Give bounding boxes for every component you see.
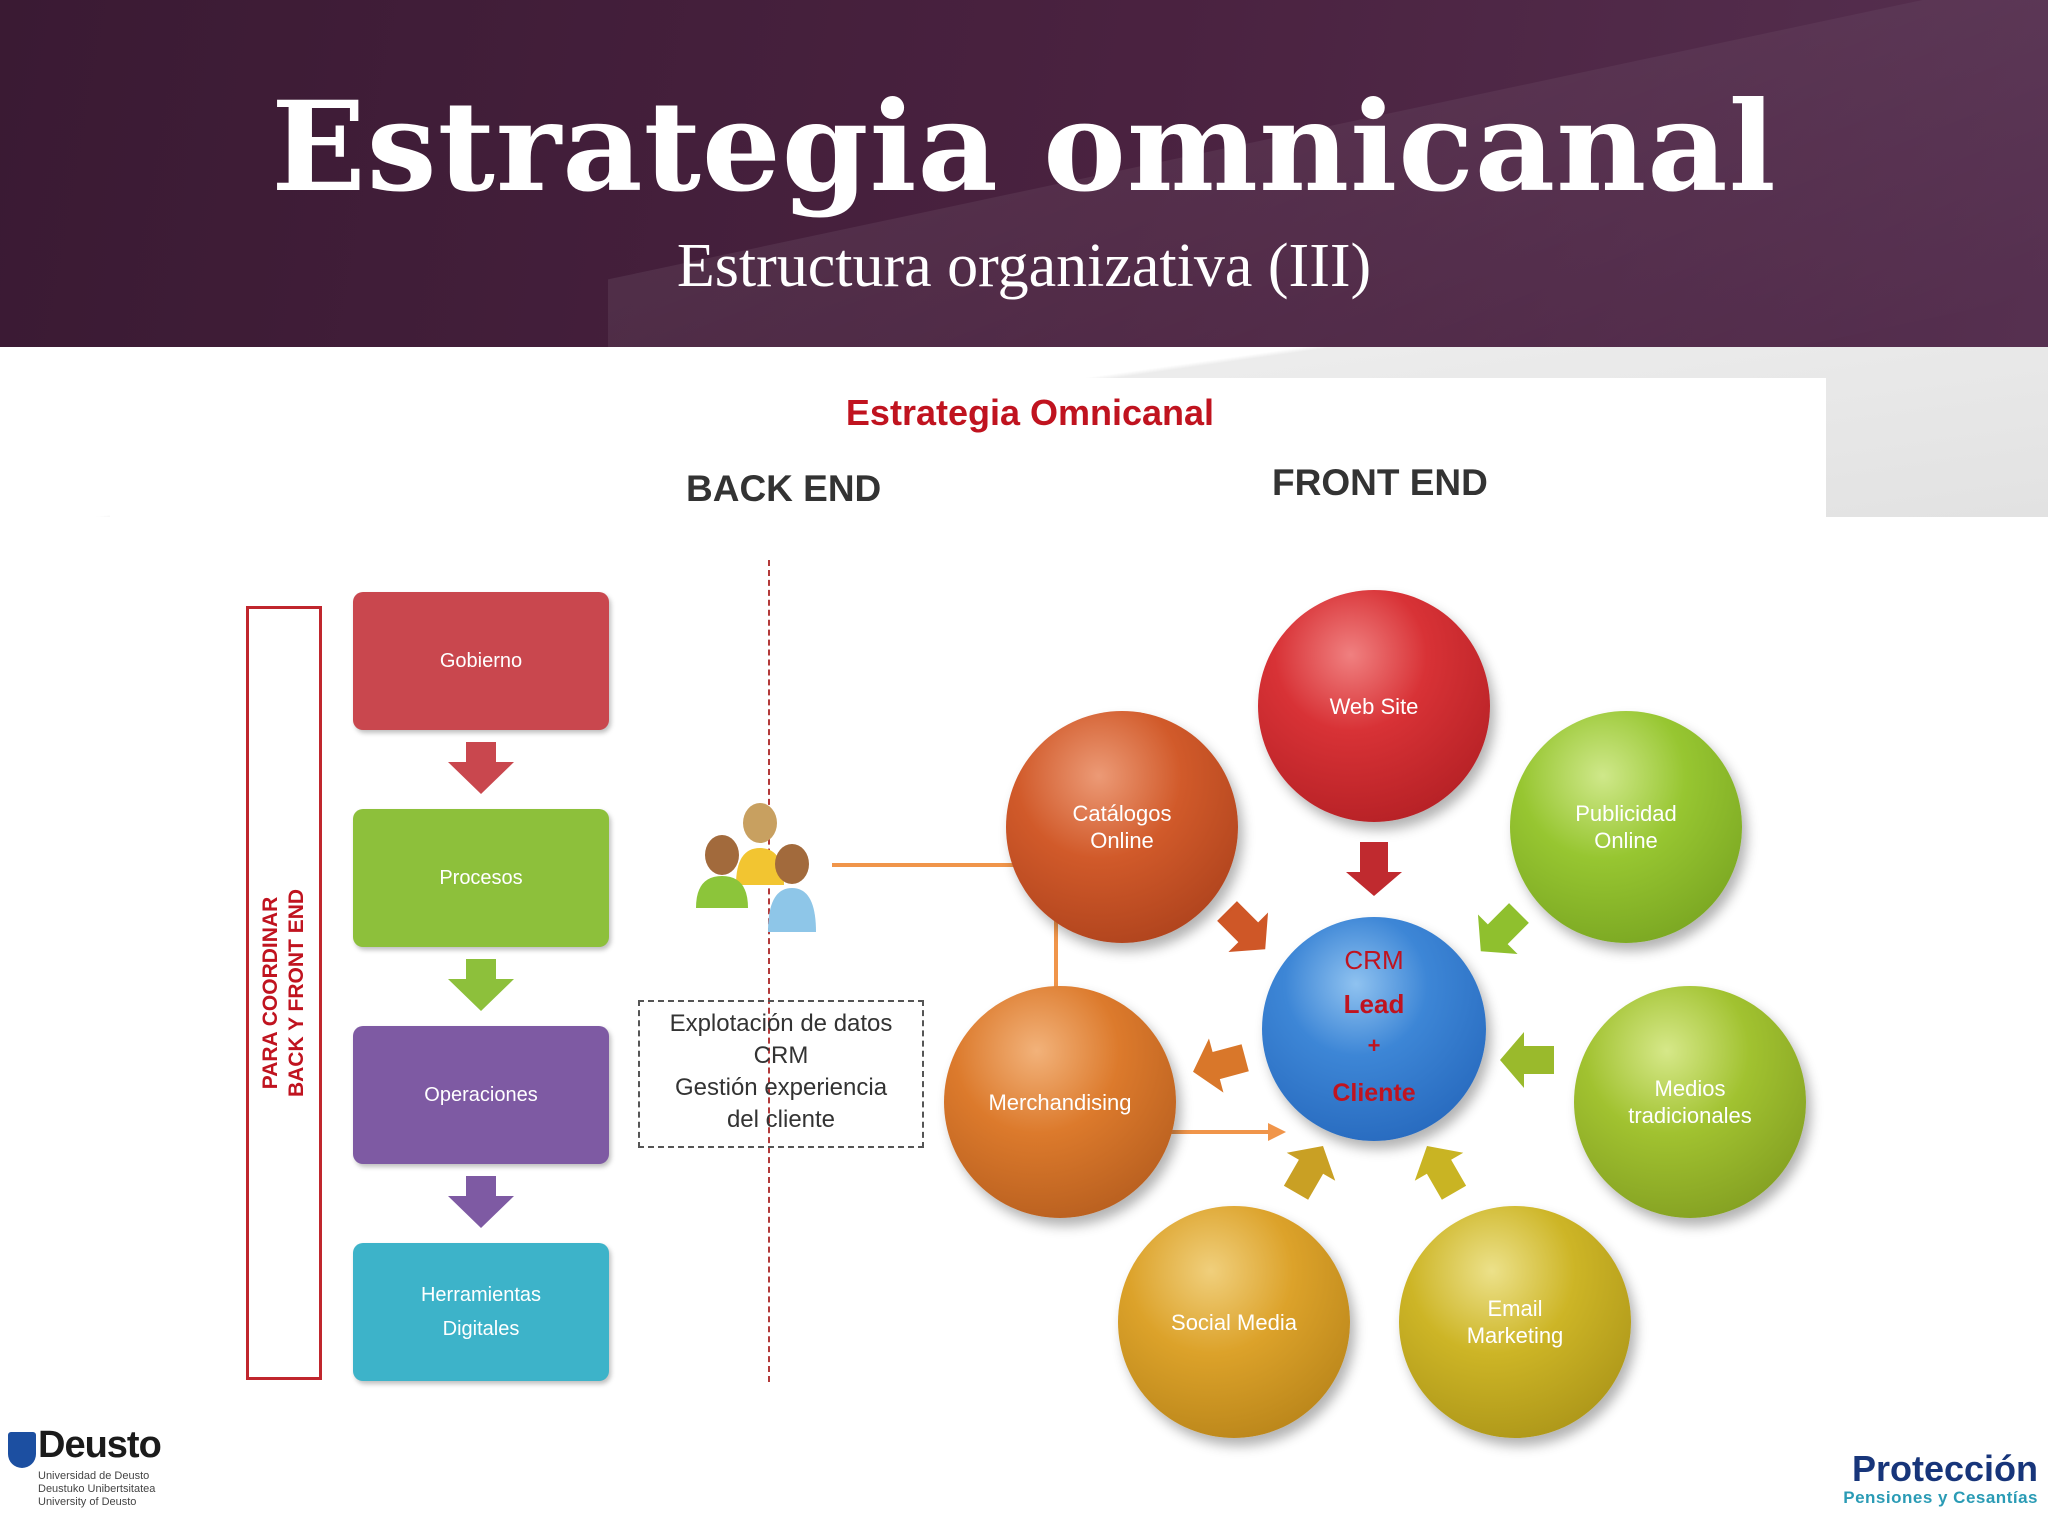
front-end-heading: FRONT END [1272, 462, 1488, 503]
hub-line: Cliente [1332, 1079, 1416, 1107]
coordination-frame [246, 606, 322, 1380]
arrow-from-catalogos [1217, 901, 1269, 953]
channel-medios-tradicionales: Medios tradicionales [1574, 986, 1806, 1218]
arrow-from-email [1414, 1146, 1467, 1200]
deusto-subtitle: Universidad de Deusto Deustuko Unibertsi… [38, 1470, 155, 1509]
people-group-icon [696, 803, 816, 932]
back-end-box-herramientas: Herramientas Digitales [353, 1243, 609, 1381]
channel-label: Merchandising [988, 1089, 1132, 1115]
box-label: Gobierno [439, 650, 523, 672]
down-arrow-green [448, 959, 514, 1011]
back-front-divider [768, 560, 770, 1382]
back-end-box-procesos: Procesos [353, 809, 609, 947]
channel-label: Web Site [1329, 693, 1419, 719]
deusto-shield-icon [8, 1432, 36, 1468]
channel-label: tradicionales [1628, 1103, 1752, 1128]
down-arrow-red [448, 742, 514, 794]
channel-label: Online [1594, 828, 1658, 853]
deusto-subtitle-line: Universidad de Deusto [38, 1470, 150, 1482]
channel-social-media: Social Media [1118, 1206, 1350, 1438]
deusto-name: Deusto [38, 1424, 162, 1466]
crm-data-line: Gestión experiencia [674, 1074, 888, 1101]
proteccion-logo: Protección Pensiones y Cesantías [1843, 1450, 2038, 1508]
channel-publicidad-online: Publicidad Online [1510, 711, 1742, 943]
back-end-box-operaciones: Operaciones [353, 1026, 609, 1164]
arrow-from-medios [1500, 1032, 1554, 1088]
slide-subtitle: Estructura organizativa (III) [676, 232, 1372, 300]
channel-label: Email [1487, 1296, 1543, 1321]
deusto-subtitle-line: University of Deusto [38, 1496, 137, 1508]
box-label: Operaciones [424, 1084, 538, 1106]
box-label: Procesos [439, 867, 523, 889]
channel-web-site: Web Site [1258, 590, 1490, 822]
diagram-title: Estrategia Omnicanal [845, 392, 1215, 433]
crm-hub: CRM Lead + Cliente [1262, 917, 1486, 1141]
channel-label: Catálogos [1072, 801, 1172, 826]
arrow-from-publicidad [1477, 903, 1529, 955]
slide-header: Estrategia omnicanal Estructura organiza… [0, 0, 2048, 347]
proteccion-name: Protección [1851, 1448, 2038, 1489]
crm-data-box: Explotación de datos CRM Gestión experie… [638, 1000, 924, 1148]
back-end-heading: BACK END [686, 468, 882, 509]
box-label: Digitales [442, 1318, 520, 1340]
hub-line: CRM [1344, 945, 1404, 975]
channel-email-marketing: Email Marketing [1399, 1206, 1631, 1438]
crm-data-line: del cliente [726, 1106, 836, 1133]
hub-line: Lead [1343, 989, 1405, 1019]
arrow-from-website [1346, 842, 1402, 896]
deusto-logo: Deusto Universidad de Deusto Deustuko Un… [6, 1424, 206, 1516]
channel-label: Social Media [1171, 1309, 1297, 1335]
down-arrow-purple [448, 1176, 514, 1228]
channel-label: Publicidad [1575, 801, 1677, 826]
deusto-subtitle-line: Deustuko Unibertsitatea [38, 1483, 156, 1495]
channel-merchandising: Merchandising [944, 986, 1176, 1218]
crm-data-line: Explotación de datos [669, 1010, 893, 1037]
arrow-from-social [1283, 1146, 1336, 1200]
orange-connector-head [1268, 1123, 1286, 1141]
crm-data-line: CRM [753, 1042, 809, 1069]
channel-label: Medios [1654, 1076, 1726, 1101]
back-end-box-gobierno: Gobierno [353, 592, 609, 730]
channel-catalogos-online: Catálogos Online [1006, 711, 1238, 943]
box-label: Herramientas [420, 1284, 542, 1306]
arrow-to-merchandising [1193, 1038, 1249, 1093]
hub-line: + [1367, 1033, 1381, 1058]
proteccion-tagline: Pensiones y Cesantías [1843, 1488, 2038, 1507]
channel-label: Marketing [1466, 1323, 1564, 1348]
slide-title: Estrategia omnicanal [271, 75, 1777, 220]
channel-label: Online [1090, 828, 1154, 853]
